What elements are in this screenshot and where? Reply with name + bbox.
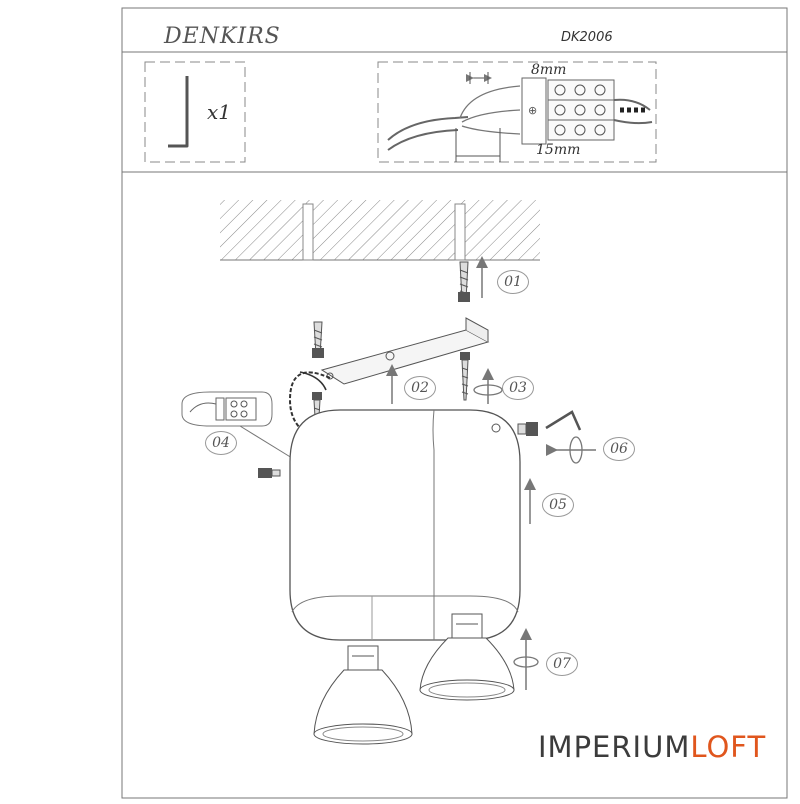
rotate-arrow-icon-06 xyxy=(546,436,596,464)
side-screw-icon xyxy=(258,468,281,478)
hex-key-box xyxy=(144,61,246,163)
insulation-length-label: 15mm xyxy=(536,142,581,158)
step-07-label: 07 xyxy=(546,652,578,676)
terminal-block-icon: ⊕ xyxy=(521,77,615,145)
step-06-label: 06 xyxy=(603,437,635,461)
svg-text:⊕: ⊕ xyxy=(528,104,537,117)
hex-key-icon xyxy=(168,76,189,148)
rotate-arrow-icon xyxy=(473,368,503,404)
brand-name: DENKIRS xyxy=(164,24,281,49)
model-number: DK2006 xyxy=(561,30,613,45)
watermark: IMPERIUMLOFT xyxy=(538,730,766,764)
step-02-label: 02 xyxy=(404,376,436,400)
power-cable xyxy=(387,116,469,141)
wall-plug-icon xyxy=(458,261,470,302)
gu10-bulb-icon xyxy=(313,645,413,745)
connector-callout xyxy=(181,391,293,459)
screw-icon xyxy=(460,352,470,401)
step-01-label: 01 xyxy=(497,270,529,294)
tool-quantity: x1 xyxy=(207,100,232,124)
step-04-label: 04 xyxy=(205,431,237,455)
page-frame xyxy=(121,7,788,799)
strip-length-label: 8mm xyxy=(531,62,567,78)
step-03-label: 03 xyxy=(502,376,534,400)
mounting-bracket xyxy=(320,317,490,385)
wall-plug-icon-left xyxy=(312,321,324,358)
ceiling-section xyxy=(220,200,540,261)
step-05-label: 05 xyxy=(542,493,574,517)
gu10-bulb-icon-2 xyxy=(419,613,515,701)
fixture-body xyxy=(289,409,521,641)
watermark-primary: IMPERIUM xyxy=(538,730,691,764)
rotate-arrow-icon-07 xyxy=(513,628,539,690)
wiring-detail-box: ⊕ xyxy=(377,61,657,163)
watermark-accent: LOFT xyxy=(690,730,767,764)
allen-screw-icon xyxy=(517,410,582,436)
